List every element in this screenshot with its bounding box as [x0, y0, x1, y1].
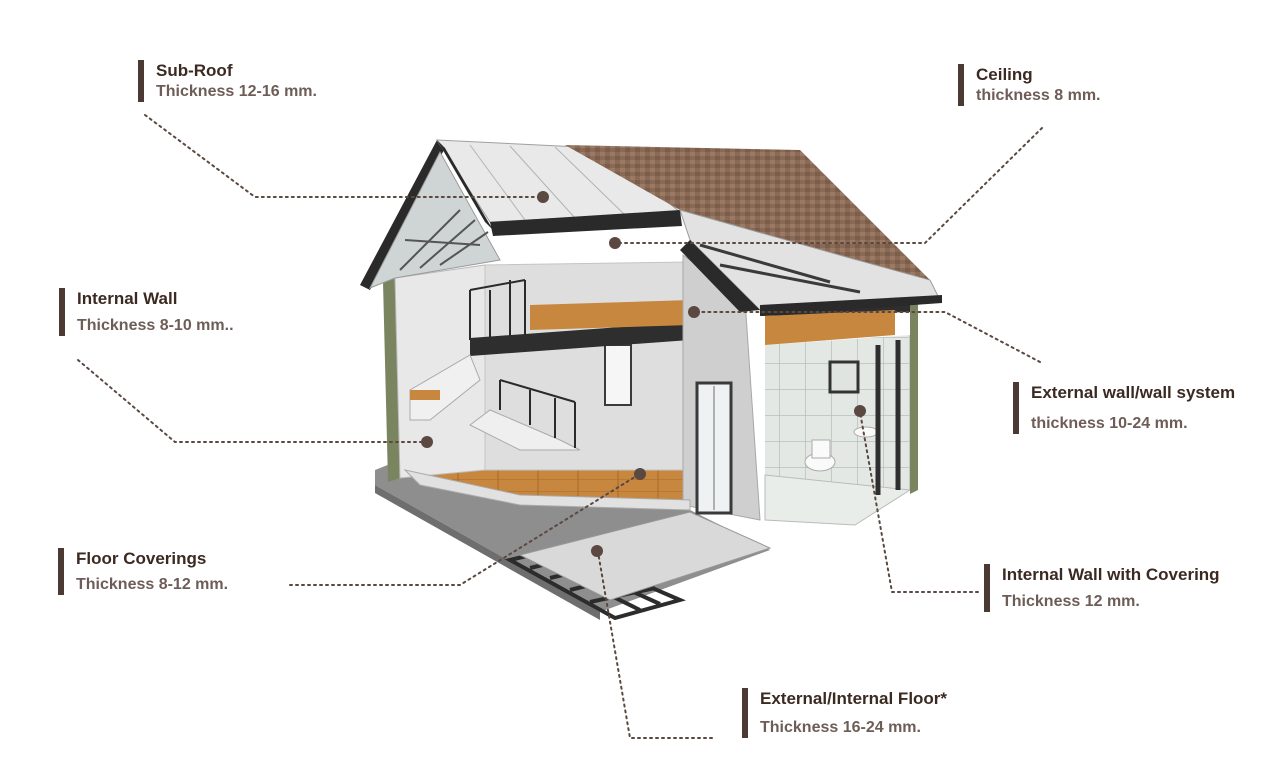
- marker-internal-wall-covering: [854, 405, 866, 417]
- callout-spec: Thickness 12-16 mm.: [156, 83, 317, 100]
- leader-internal-wall: [77, 359, 426, 443]
- callout-ceiling: Ceiling thickness 8 mm.: [958, 64, 1101, 106]
- callout-internal-wall-covering: Internal Wall with Covering Thickness 12…: [984, 564, 1220, 612]
- right-external-wall: [910, 298, 918, 494]
- callout-internal-wall: Internal Wall Thickness 8-10 mm..: [59, 288, 234, 336]
- internal-floor-panel: [403, 469, 691, 511]
- callout-title: Internal Wall: [77, 289, 178, 308]
- mezzanine-stairs: [409, 279, 690, 451]
- marker-external-wall: [688, 306, 700, 318]
- marker-internal-wall: [421, 436, 433, 448]
- sub-roof: [360, 139, 682, 290]
- callout-spec: thickness 10-24 mm.: [1031, 415, 1188, 432]
- callout-title: External wall/wall system: [1031, 383, 1236, 402]
- external-floor-boards: [518, 511, 772, 601]
- leader-sub-roof: [144, 114, 541, 198]
- callout-title: Ceiling: [976, 65, 1033, 84]
- callout-spec: Thickness 16-24 mm.: [760, 719, 921, 736]
- callout-sub-roof: Sub-Roof Thickness 12-16 mm.: [138, 60, 317, 102]
- callout-external-wall: External wall/wall system thickness 10-2…: [1013, 382, 1235, 434]
- callout-ext-int-floor: External/Internal Floor* Thickness 16-24…: [742, 688, 947, 738]
- callout-title: External/Internal Floor*: [760, 689, 948, 708]
- callout-spec: Thickness 12 mm.: [1002, 593, 1140, 610]
- callout-title: Sub-Roof: [156, 61, 233, 80]
- marker-floor-coverings: [634, 468, 646, 480]
- callout-title: Floor Coverings: [76, 549, 207, 568]
- central-partition-wall: [682, 254, 761, 521]
- callout-spec: Thickness 8-12 mm.: [76, 576, 229, 593]
- roof-shingles: [565, 145, 942, 316]
- leader-ceiling: [614, 127, 1043, 244]
- leader-floor-coverings: [289, 474, 639, 586]
- leader-external-wall: [694, 311, 1041, 363]
- marker-ceiling: [609, 237, 621, 249]
- leader-internal-wall-covering: [859, 411, 979, 593]
- marker-sub-roof: [537, 191, 549, 203]
- callout-spec: thickness 8 mm.: [976, 87, 1101, 104]
- callout-spec: Thickness 8-10 mm..: [77, 317, 234, 334]
- left-external-wall: [383, 264, 486, 482]
- callout-floor-coverings: Floor Coverings Thickness 8-12 mm.: [58, 548, 228, 595]
- marker-ext-int-floor: [591, 545, 603, 557]
- callout-title: Internal Wall with Covering: [1002, 565, 1220, 584]
